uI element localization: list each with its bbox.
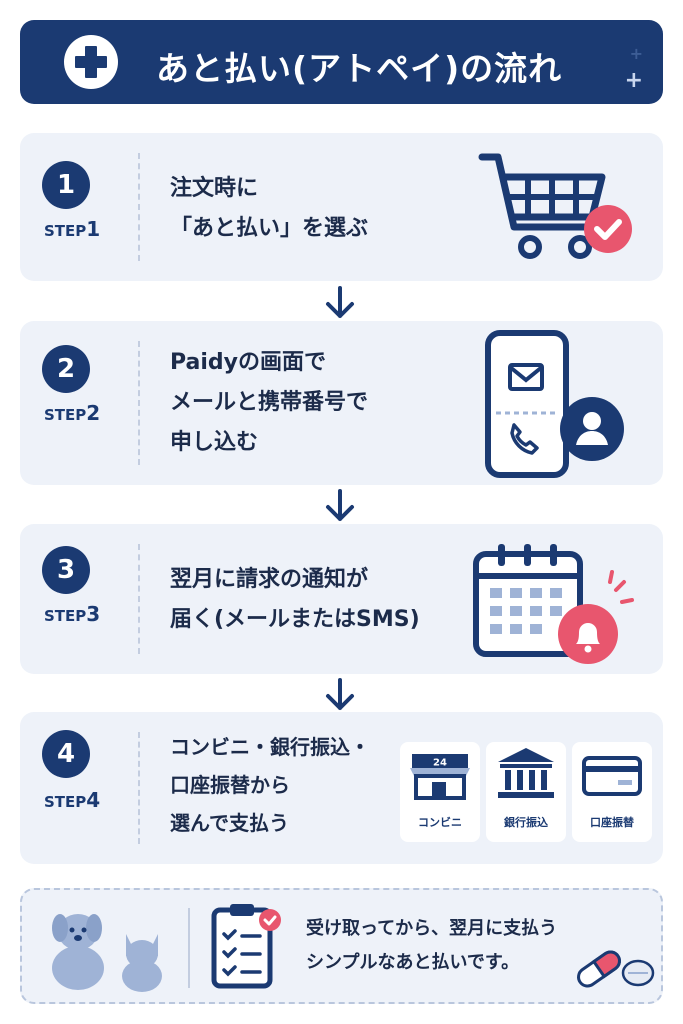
step-text: 注文時に 「あと払い」を選ぶ [170,169,368,249]
convenience-store-icon: 24 [410,754,470,800]
step-number-badge: 4 [42,730,90,778]
step-text-line: Paidyの画面で [170,350,327,375]
step-text-line: 口座振替から [170,773,290,797]
step-text-line: 届く(メールまたはSMS) [170,607,420,632]
step-text: Paidyの画面で メールと携帯番号で 申し込む [170,343,368,463]
card-icon [582,756,642,796]
payment-option-convenience-store: 24 コンビニ [400,742,480,842]
arrow-down-icon [326,489,354,521]
step-text: 翌月に請求の通知が 届く(メールまたはSMS) [170,560,420,640]
step-text-line: 「あと払い」を選ぶ [170,216,369,241]
sparkle-plus-icon: + [629,44,643,63]
sparkle-plus-icon: + [624,68,643,93]
calendar-bell-icon [470,540,640,674]
arrow-down-icon [326,286,354,318]
step-number-badge: 1 [42,161,90,209]
payment-option-account-transfer: 口座振替 [572,742,652,842]
step-card-4: 4 STEP4 コンビニ・銀行振込・ 口座振替から 選んで支払う 24 コンビニ… [20,712,663,864]
step-divider [138,544,140,654]
footer-note: 受け取ってから、翌月に支払う シンプルなあと払いです。 [20,888,663,1004]
footer-divider [188,908,190,988]
footer-text: 受け取ってから、翌月に支払う シンプルなあと払いです。 [306,912,557,980]
arrow-down-icon [326,678,354,710]
smartphone-mail-phone-user-icon [482,329,632,483]
step-text-line: メールと携帯番号で [170,390,369,415]
step-text-line: 翌月に請求の通知が [170,567,369,592]
shopping-cart-check-icon [478,151,638,267]
cat-icon [114,928,170,996]
payment-option-bank: 銀行振込 [486,742,566,842]
payment-option-label: 銀行振込 [504,816,548,829]
step-card-1: 1 STEP1 注文時に 「あと払い」を選ぶ [20,133,663,281]
step-number-badge: 3 [42,546,90,594]
title-banner: あと払い(アトペイ)の流れ + + [20,20,663,104]
tablet-pill-icon [620,958,656,992]
step-divider [138,153,140,261]
dog-icon [38,904,118,994]
step-text-line: 注文時に [170,176,259,201]
step-card-3: 3 STEP3 翌月に請求の通知が 届く(メールまたはSMS) [20,524,663,674]
page-title: あと払い(アトペイ)の流れ [156,49,563,88]
step-divider [138,341,140,465]
payment-option-label: 口座振替 [590,816,634,829]
bank-icon [498,748,554,798]
step-label: STEP1 [44,217,101,241]
step-label: STEP2 [44,401,101,425]
step-label: STEP4 [44,788,101,812]
step-label: STEP3 [44,602,101,626]
clipboard-checklist-icon [208,900,288,996]
step-card-2: 2 STEP2 Paidyの画面で メールと携帯番号で 申し込む [20,321,663,485]
step-number-badge: 2 [42,345,90,393]
footer-text-line: シンプルなあと払いです。 [306,952,520,973]
step-text-line: コンビニ・銀行振込・ [170,735,370,759]
payment-option-label: コンビニ [418,816,462,829]
svg-text:24: 24 [433,758,447,769]
step-text-line: 申し込む [170,430,259,455]
step-divider [138,732,140,844]
step-text: コンビニ・銀行振込・ 口座振替から 選んで支払う [170,728,370,842]
capsule-icon [570,946,628,996]
plus-icon [64,35,118,89]
footer-text-line: 受け取ってから、翌月に支払う [306,918,558,939]
step-text-line: 選んで支払う [170,811,289,835]
